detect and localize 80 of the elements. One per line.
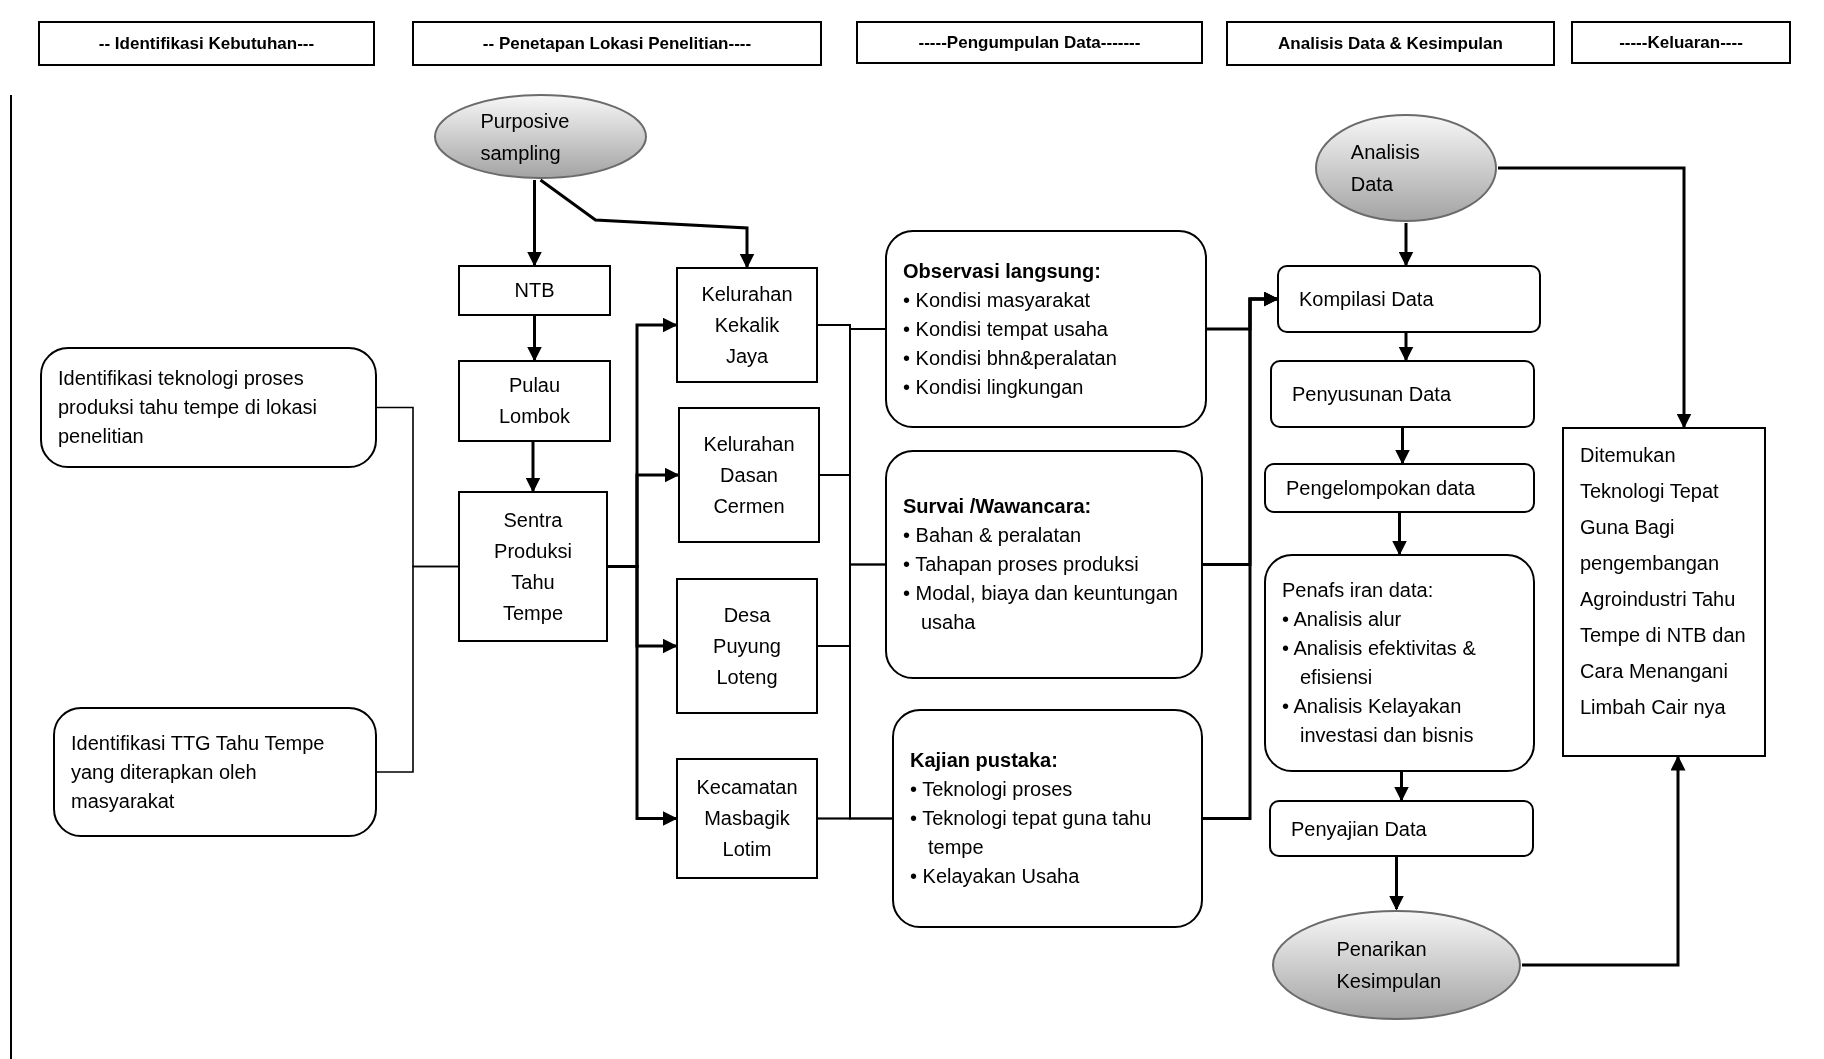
process-box <box>1269 800 1534 857</box>
process-box <box>1270 360 1535 428</box>
arrow <box>527 180 542 267</box>
arrow <box>1394 772 1409 802</box>
arrow <box>1398 223 1414 267</box>
ellipse-node <box>1314 113 1498 223</box>
process-box <box>676 758 818 879</box>
node-label: Pengelompokan data <box>1286 476 1476 501</box>
bullet-item: • Bahan & peralatan <box>903 523 1083 548</box>
bullet-item: • Teknologi proses <box>910 777 1074 802</box>
stage-header-box <box>856 21 1203 64</box>
process-box <box>678 407 820 543</box>
process-box <box>676 267 818 383</box>
bullet-item: • Teknologi tepat guna tahu tempe <box>910 806 1153 860</box>
arrow <box>539 178 755 269</box>
process-box <box>458 265 611 316</box>
stage-header-box <box>1571 21 1791 64</box>
node-label: Desa Puyung Loteng <box>712 602 782 690</box>
rounded-box <box>885 230 1207 428</box>
arrow <box>1389 857 1404 911</box>
node-label: -- Identifikasi Kebutuhan--- <box>98 32 315 55</box>
arrow <box>1398 333 1414 362</box>
stage-header-box <box>38 21 375 66</box>
node-label: Analisis Data & Kesimpulan <box>1278 32 1503 55</box>
box-heading: Survai /Wawancara: <box>903 494 1093 519</box>
node-label: Penarikan Kesimpulan <box>1336 937 1442 994</box>
connector-line <box>817 817 893 820</box>
arrow <box>1395 428 1410 465</box>
arrow <box>527 316 542 362</box>
node-label: -----Pengumpulan Data------- <box>918 31 1141 54</box>
arrow <box>1522 755 1686 967</box>
rounded-box <box>885 450 1203 679</box>
process-box <box>458 491 608 642</box>
bullet-item: • Tahapan proses produksi <box>903 552 1140 577</box>
stage-header-box <box>1226 21 1555 66</box>
box-heading: Penafs iran data: <box>1282 578 1435 603</box>
bullet-item: • Modal, biaya dan keuntungan usaha <box>903 581 1179 635</box>
process-box <box>1264 463 1535 513</box>
node-label: -----Keluaran---- <box>1619 31 1743 54</box>
bullet-item: • Kondisi bhn&peralatan <box>903 345 1118 371</box>
process-box <box>676 578 818 714</box>
connector-line <box>376 565 459 773</box>
node-label: Sentra Produksi Tahu Tempe <box>493 507 573 626</box>
ellipse-node <box>433 93 648 180</box>
arrow <box>1392 513 1407 556</box>
node-label: Identifikasi TTG Tahu Tempe yang diterapkan oleh masyarakat <box>71 730 326 814</box>
node-label: Penyajian Data <box>1291 816 1427 842</box>
rounded-box <box>53 707 377 837</box>
arrow <box>1498 166 1692 429</box>
bullet-item: • Kondisi masyarakat <box>903 287 1092 313</box>
box-heading: Observasi langsung: <box>903 258 1102 284</box>
node-label: Penyusunan Data <box>1292 382 1451 407</box>
node-label: Identifikasi teknologi proses produksi tahu tempe di lokasi penelitian <box>58 366 319 449</box>
node-label: Kelurahan Dasan Cermen <box>702 431 796 519</box>
bullet-item: • Kondisi lingkungan <box>903 374 1085 400</box>
bullet-item: • Analisis efektivitas & efisiensi <box>1282 636 1477 690</box>
node-label: Analisis Data <box>1350 140 1421 197</box>
node-label: NTB <box>514 278 555 303</box>
node-label: Kelurahan Kekalik Jaya <box>700 281 794 369</box>
process-box <box>1277 265 1541 333</box>
output-box <box>1562 427 1766 757</box>
node-label: Ditemukan Teknologi Tepat Guna Bagi pengembangan Agroindustri Tahu Tempe di NTB dan Cara Menangani Limbah Cair nya <box>1580 444 1746 718</box>
node-label: Purposive sampling <box>480 108 571 166</box>
node-label: -- Penetapan Lokasi Penelitian---- <box>482 32 752 55</box>
rounded-box <box>40 347 377 468</box>
box-heading: Kajian pustaka: <box>910 748 1059 773</box>
rounded-box <box>892 709 1203 928</box>
bullet-item: • Kondisi tempat usaha <box>903 316 1109 342</box>
stage-header-box <box>412 21 822 66</box>
bullet-item: • Analisis alur <box>1282 607 1403 632</box>
node-label: Kecamatan Masbagik Lotim <box>696 775 798 862</box>
process-box <box>458 360 611 442</box>
ellipse-node <box>1271 909 1522 1021</box>
node-label: Kompilasi Data <box>1299 287 1434 312</box>
arrow <box>1203 291 1279 820</box>
rounded-box <box>1264 554 1535 772</box>
arrow <box>525 442 541 493</box>
bullet-item: • Kelayakan Usaha <box>910 864 1081 889</box>
node-label: Pulau Lombok <box>497 373 572 429</box>
bullet-item: • Analisis Kelayakan investasi dan bisnis <box>1282 694 1475 748</box>
